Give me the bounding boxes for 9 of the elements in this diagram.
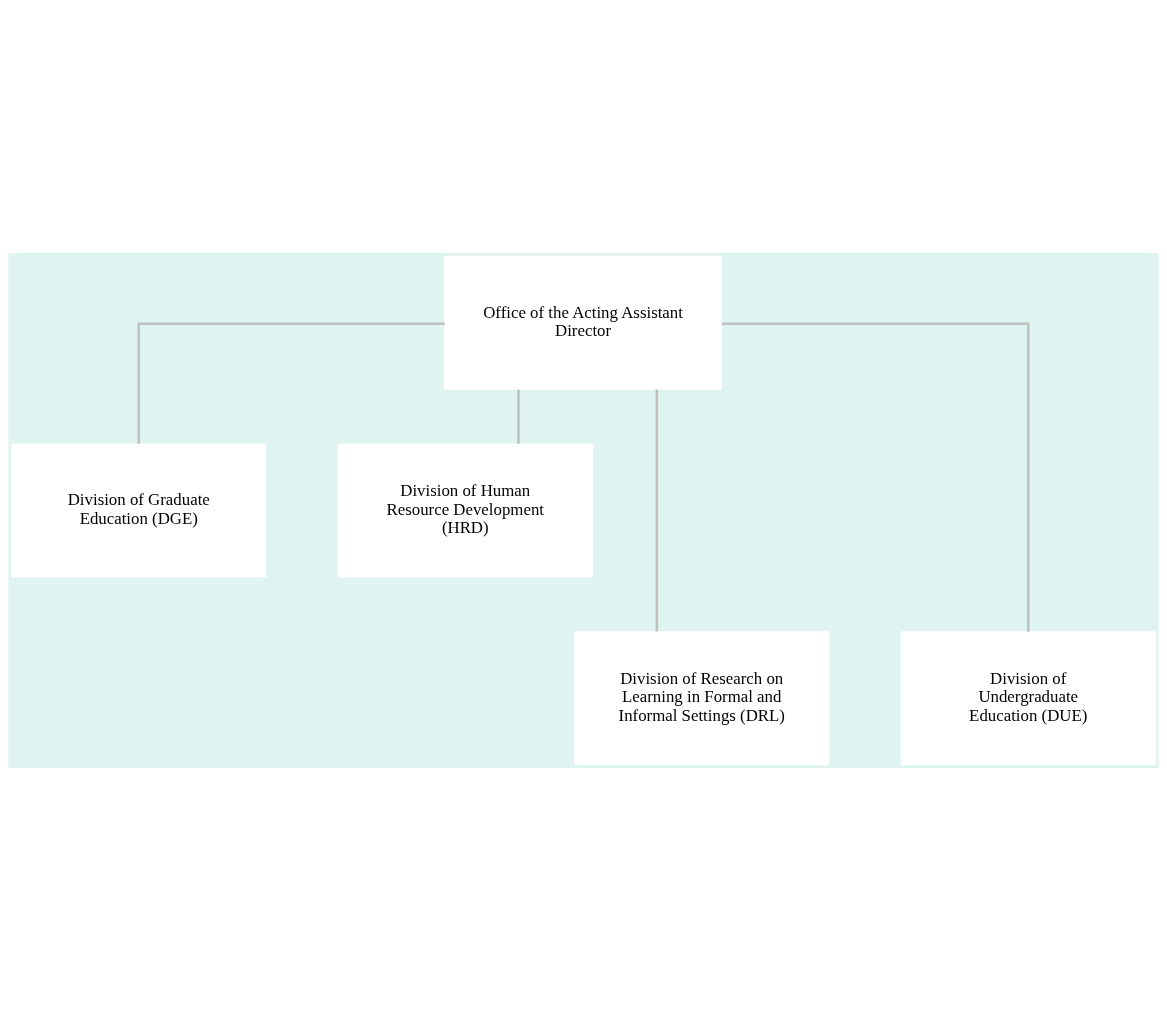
node-box: Office of the Acting Assistant Director <box>444 255 722 390</box>
node-box: Division of Graduate Education (DGE) <box>11 443 267 577</box>
node-box: Division of Undergraduate Education (DUE) <box>900 630 1156 765</box>
node-box: Division of Human Resource Development (HRD) <box>337 443 593 577</box>
connector <box>137 321 445 444</box>
connector <box>517 389 520 444</box>
connector <box>655 389 659 631</box>
connector <box>721 321 1030 632</box>
node-box: Division of Research on Learning in Formal and Informal Settings (DRL) <box>574 630 830 765</box>
